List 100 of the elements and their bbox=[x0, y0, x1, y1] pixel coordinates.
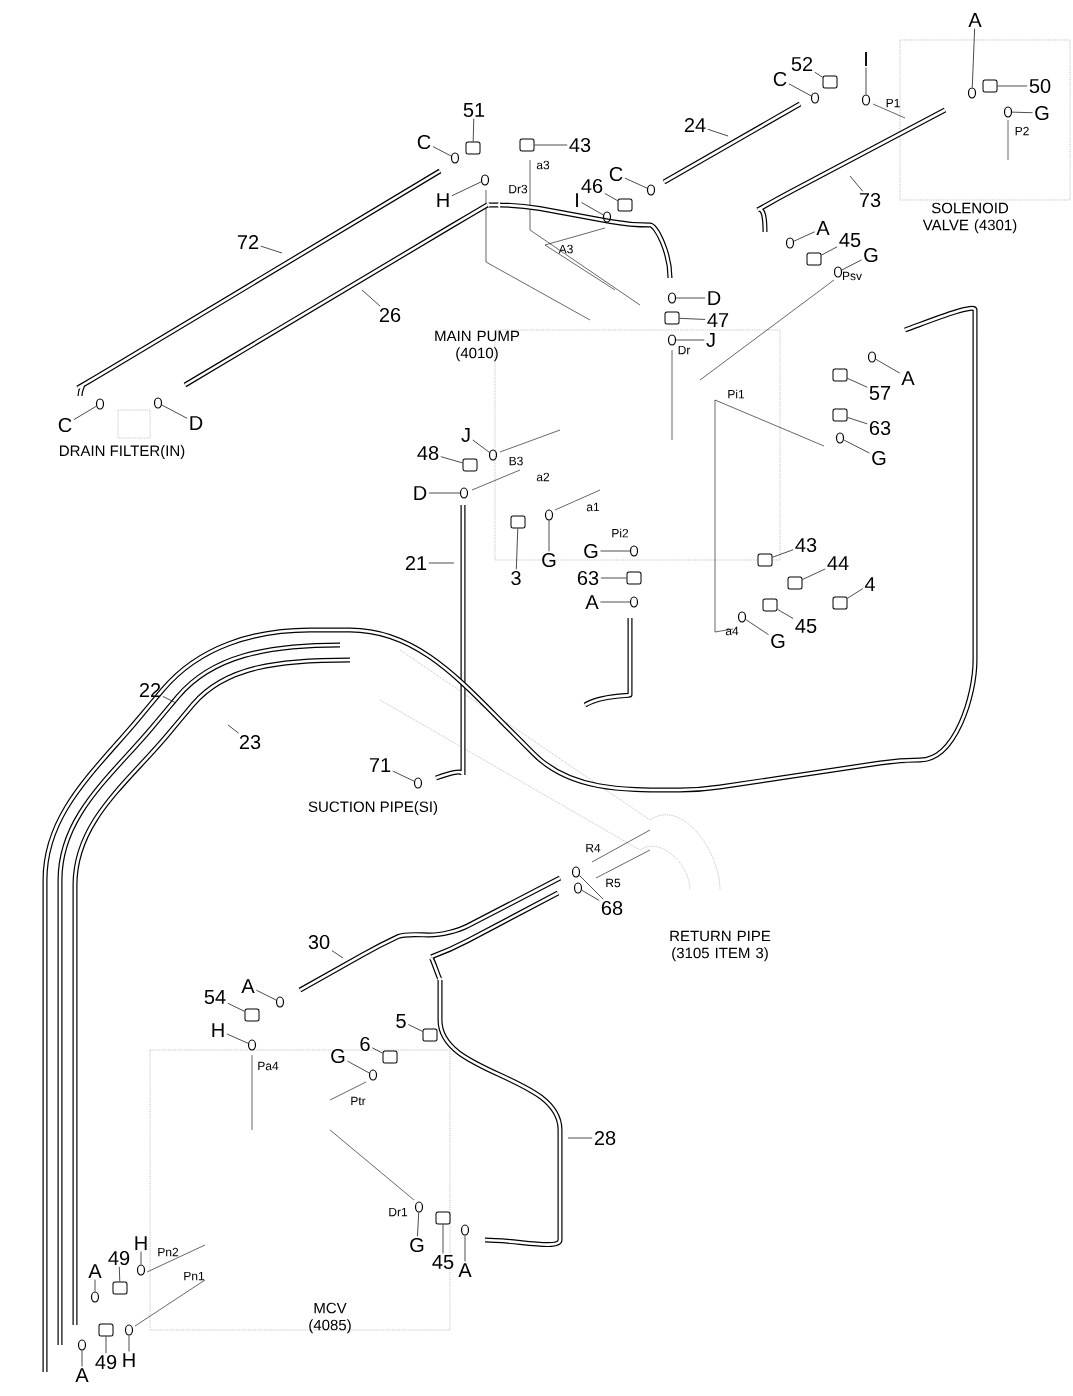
port-label: Pn2 bbox=[158, 1247, 179, 1257]
fitting bbox=[832, 368, 848, 382]
port-label: P2 bbox=[1015, 126, 1029, 136]
callout-label: A bbox=[816, 221, 830, 235]
o-ring bbox=[459, 487, 469, 499]
port-label: Ptr bbox=[351, 1096, 366, 1106]
leader-line bbox=[875, 358, 900, 374]
leader-line bbox=[849, 175, 864, 192]
leader-line bbox=[847, 378, 868, 388]
fitting bbox=[435, 1211, 451, 1225]
leader-line bbox=[567, 1137, 593, 1139]
callout-label: I bbox=[865, 52, 867, 66]
fitting bbox=[98, 1323, 114, 1337]
fitting bbox=[822, 75, 838, 89]
leader-line bbox=[843, 439, 870, 454]
leader-line bbox=[1011, 111, 1033, 114]
o-ring bbox=[571, 866, 581, 878]
o-ring bbox=[629, 596, 639, 608]
component-label: MCV (4085) bbox=[309, 1302, 351, 1334]
o-ring bbox=[667, 334, 677, 346]
leader-line bbox=[814, 71, 823, 78]
o-ring bbox=[480, 174, 490, 186]
component-label: SOLENOID VALVE (4301) bbox=[922, 202, 1017, 234]
port-label: Psv bbox=[843, 271, 862, 281]
callout-label: A bbox=[901, 371, 915, 385]
fitting bbox=[465, 141, 481, 155]
leader-line bbox=[675, 297, 706, 299]
leader-line bbox=[777, 609, 794, 619]
o-ring bbox=[573, 882, 583, 894]
component-label: SUCTION PIPE(SI) bbox=[308, 801, 438, 815]
callout-label: H bbox=[437, 193, 449, 207]
o-ring bbox=[450, 152, 460, 164]
o-ring bbox=[247, 1039, 257, 1051]
callout-label: 47 bbox=[707, 313, 729, 327]
callout-label: D bbox=[190, 416, 203, 430]
port-label: Dr3 bbox=[509, 184, 528, 194]
callout-label: D bbox=[708, 291, 721, 305]
callout-label: 21 bbox=[405, 556, 427, 570]
callout-label: A bbox=[241, 979, 255, 993]
callout-label: 28 bbox=[594, 1130, 616, 1146]
fitting bbox=[806, 252, 822, 266]
callout-label: 23 bbox=[239, 734, 261, 750]
callout-label: 48 bbox=[417, 445, 439, 461]
fitting bbox=[757, 553, 773, 567]
callout-label: G bbox=[584, 543, 598, 559]
callout-label: 54 bbox=[204, 990, 226, 1004]
callout-label: 30 bbox=[308, 934, 330, 950]
leader-line bbox=[440, 456, 463, 464]
o-ring bbox=[833, 266, 843, 278]
callout-label: 5 bbox=[396, 1014, 406, 1028]
o-ring bbox=[1003, 106, 1013, 118]
o-ring bbox=[90, 1291, 100, 1303]
port-label: a4 bbox=[725, 626, 739, 636]
o-ring bbox=[602, 211, 612, 223]
callout-label: C bbox=[773, 71, 787, 87]
leader-line bbox=[428, 562, 455, 564]
callout-label: G bbox=[864, 247, 878, 263]
callout-label: G bbox=[331, 1048, 345, 1064]
callout-label: H bbox=[135, 1236, 147, 1250]
leader-line bbox=[745, 619, 769, 636]
leader-line bbox=[865, 67, 867, 95]
port-label: R5 bbox=[606, 878, 621, 888]
callout-label: G bbox=[771, 633, 785, 649]
port-label: A3 bbox=[558, 244, 573, 254]
port-label: Dr1 bbox=[389, 1207, 408, 1217]
leader-line bbox=[802, 568, 826, 580]
fitting bbox=[626, 571, 642, 585]
callout-label: 24 bbox=[684, 118, 706, 132]
callout-label: G bbox=[542, 552, 556, 568]
leader-line bbox=[105, 1336, 107, 1354]
leader-line bbox=[371, 1047, 383, 1054]
o-ring bbox=[967, 87, 977, 99]
leader-line bbox=[128, 1335, 130, 1352]
port-label: Dr bbox=[678, 345, 691, 355]
callout-label: 4 bbox=[864, 577, 875, 591]
leader-line bbox=[464, 1235, 466, 1262]
leader-line bbox=[94, 1279, 96, 1292]
callout-label: 45 bbox=[795, 619, 817, 633]
port-label: Pa4 bbox=[258, 1061, 279, 1071]
callout-label: C bbox=[58, 417, 72, 433]
callout-label: 57 bbox=[869, 386, 891, 400]
callout-label: 63 bbox=[577, 570, 599, 586]
o-ring bbox=[460, 1224, 470, 1236]
leader-line bbox=[227, 724, 239, 734]
o-ring bbox=[136, 1264, 146, 1276]
o-ring bbox=[810, 92, 820, 104]
o-ring bbox=[867, 351, 877, 363]
leader-line bbox=[162, 696, 177, 704]
leader-line bbox=[428, 492, 461, 494]
leader-line bbox=[442, 1224, 444, 1254]
leader-line bbox=[161, 404, 188, 419]
fitting bbox=[832, 596, 848, 610]
callout-label: 52 bbox=[791, 56, 813, 72]
callout-label: A bbox=[75, 1368, 89, 1382]
leader-line bbox=[600, 550, 631, 552]
port-label: Pi1 bbox=[728, 389, 745, 399]
leader-line bbox=[407, 1024, 423, 1032]
callout-label: G bbox=[410, 1237, 424, 1253]
leader-line bbox=[118, 1266, 121, 1282]
callout-label: 68 bbox=[601, 900, 623, 916]
